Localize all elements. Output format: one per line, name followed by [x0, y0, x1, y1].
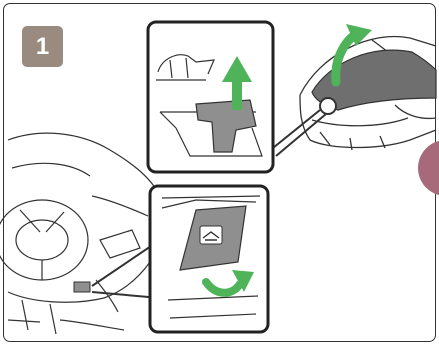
cockpit-release-lever — [74, 282, 90, 292]
callout-line-hood — [268, 110, 320, 152]
hood-catch-marker — [320, 98, 336, 114]
car-hood-open-icon — [200, 226, 222, 244]
hood-catch-inset — [148, 22, 273, 172]
cockpit-illustration — [0, 133, 160, 334]
hood-release-inset — [150, 186, 268, 332]
